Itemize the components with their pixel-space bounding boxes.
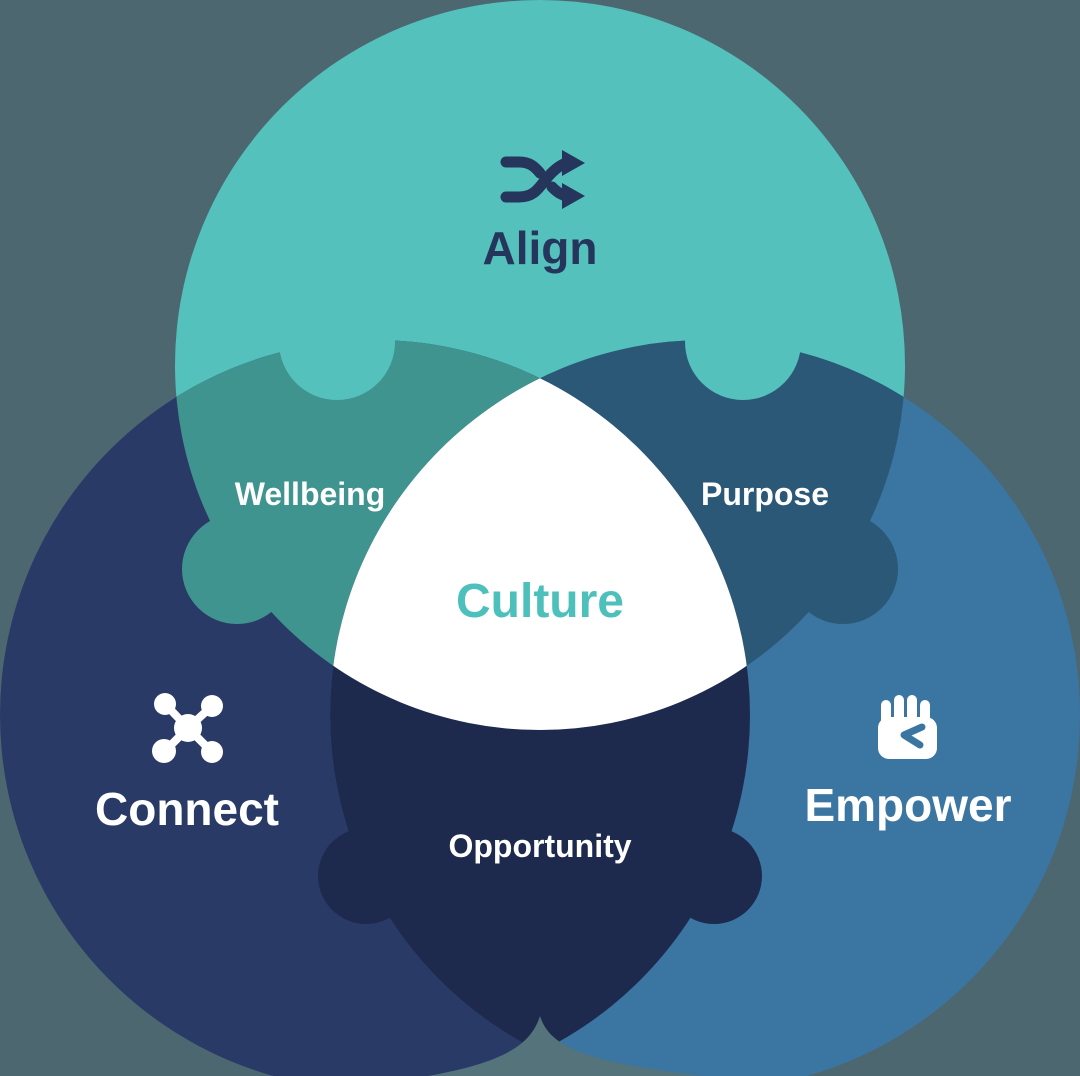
network-icon — [152, 693, 223, 763]
fist-icon-thumb-fold — [900, 723, 926, 749]
fist-icon — [878, 695, 937, 759]
opportunity-puzzle-tab-right — [666, 828, 762, 924]
network-icon-node — [152, 739, 176, 763]
opportunity-puzzle-tab-left — [318, 828, 414, 924]
label-empower: Empower — [804, 779, 1011, 831]
shuffle-icon-arrowhead-down — [562, 183, 585, 209]
network-icon-node — [201, 741, 223, 763]
wellbeing-puzzle-tab — [182, 514, 292, 624]
shuffle-icon-stroke-a1 — [500, 156, 546, 179]
shuffle-icon — [500, 150, 585, 209]
label-purpose: Purpose — [701, 476, 829, 512]
wellbeing-puzzle-notch — [279, 284, 395, 400]
label-culture: Culture — [456, 575, 624, 628]
network-icon-hub — [174, 714, 202, 742]
label-align: Align — [483, 222, 598, 274]
network-icon-node — [201, 695, 223, 717]
purpose-puzzle-tab — [788, 514, 898, 624]
purpose-puzzle-notch — [685, 284, 801, 400]
label-opportunity: Opportunity — [448, 828, 631, 864]
shuffle-icon-arrowhead-up — [562, 150, 585, 176]
bottom-gap-wedge — [428, 1016, 704, 1076]
network-icon-node — [154, 693, 176, 715]
label-wellbeing: Wellbeing — [235, 476, 386, 512]
shuffle-icon-stroke-b — [500, 157, 572, 203]
label-connect: Connect — [95, 783, 279, 835]
